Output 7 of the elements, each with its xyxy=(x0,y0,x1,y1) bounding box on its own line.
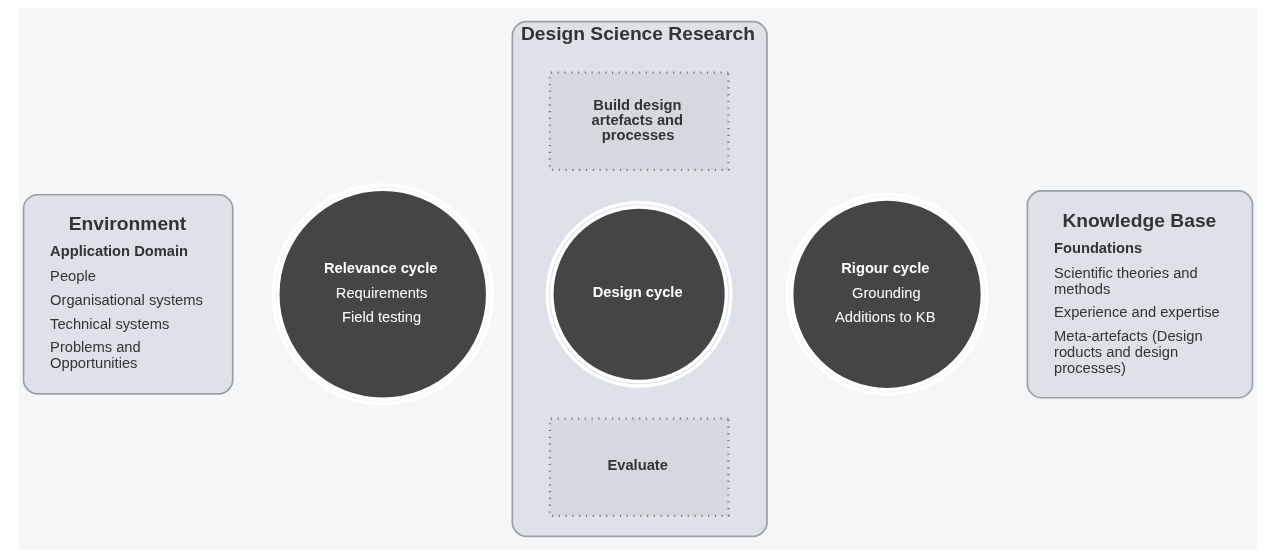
node-box: Environment Application Domain People Organisational systems Technical systems Problems and Opportunities xyxy=(22,193,234,395)
node-circle: Design cycle xyxy=(545,200,733,388)
node-box: Build design artefacts and processes xyxy=(548,71,730,171)
node-circle: Rigour cycle Grounding Additions to KB xyxy=(785,192,989,396)
node-box: Evaluate xyxy=(548,417,730,518)
node-box: Knowledge Base Foundations Scientific theories and methods Experience and expertise Meta-artefacts (Design roducts and design processes) xyxy=(1026,189,1253,399)
node-circle: Relevance cycle Requirements Field testing xyxy=(271,183,494,406)
